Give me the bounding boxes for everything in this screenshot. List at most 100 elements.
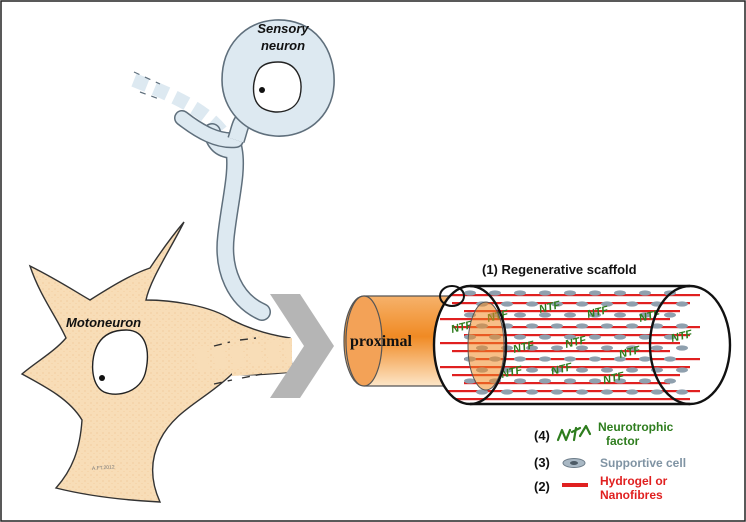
neurotrophic-factor-icon xyxy=(556,424,592,442)
scaffold-ntf-mark: NTF xyxy=(550,361,574,378)
scaffold-supportive-cell xyxy=(564,378,576,384)
scaffold-fibre xyxy=(464,334,690,337)
scaffold-supportive-cell xyxy=(526,345,538,351)
scaffold-supportive-cell xyxy=(664,312,676,318)
motoneuron: Motoneuron A.FT.2012 xyxy=(20,221,293,503)
scaffold-supportive-cell xyxy=(564,356,576,362)
scaffold-fibre xyxy=(440,390,700,393)
scaffold-label: (1) Regenerative scaffold xyxy=(482,262,637,277)
scaffold-supportive-cell xyxy=(526,323,538,329)
scaffold-supportive-cell xyxy=(539,290,551,296)
scaffold-supportive-cell xyxy=(501,301,513,307)
scaffold-supportive-cell xyxy=(639,356,651,362)
scaffold-supportive-cell xyxy=(589,334,601,340)
scaffold-ntf-mark: NTF xyxy=(564,334,588,351)
motoneuron-soma xyxy=(20,221,293,503)
scaffold-supportive-cell xyxy=(564,334,576,340)
legend: (4) Neurotrophic factor (3) Supportive c… xyxy=(534,420,686,502)
scaffold-supportive-cell xyxy=(676,323,688,329)
scaffold-fibre xyxy=(452,302,690,305)
legend-item-hydrogel: (2) Hydrogel or Nanofibres xyxy=(534,474,668,502)
scaffold-supportive-cell xyxy=(514,334,526,340)
scaffold-supportive-cell xyxy=(514,290,526,296)
scaffold-supportive-cell xyxy=(476,389,488,395)
scaffold-supportive-cell xyxy=(464,378,476,384)
scaffold-supportive-cell xyxy=(576,367,588,373)
motoneuron-label: Motoneuron xyxy=(66,315,141,330)
suture-loop xyxy=(439,285,465,307)
scaffold-supportive-cell xyxy=(564,290,576,296)
scaffold-supportive-cell xyxy=(614,312,626,318)
legend-number-3: (3) xyxy=(534,455,550,470)
sensory-label-line2: neuron xyxy=(261,38,305,53)
scaffold-supportive-cell xyxy=(551,345,563,351)
sensory-nucleus-outline xyxy=(252,61,302,113)
scaffold-supportive-cell xyxy=(639,334,651,340)
chevron-arrow-icon xyxy=(270,294,334,398)
scaffold-supportive-cell xyxy=(551,301,563,307)
scaffold-fibre xyxy=(452,374,680,377)
motoneuron-nucleus-outline xyxy=(91,329,149,395)
legend-text-neurotrophic-2: factor xyxy=(606,434,640,448)
scaffold-supportive-cell xyxy=(589,312,601,318)
scaffold-supportive-cell xyxy=(589,290,601,296)
scaffold-supportive-cell xyxy=(576,323,588,329)
scaffold-supportive-cell xyxy=(576,345,588,351)
legend-item-supportive-cell: (3) Supportive cell xyxy=(534,455,686,470)
scaffold-supportive-cell xyxy=(551,389,563,395)
legend-number-2: (2) xyxy=(534,479,550,494)
scaffold-ntf-mark: NTF xyxy=(602,370,626,387)
sensory-nucleolus xyxy=(259,87,265,93)
scaffold-supportive-cell xyxy=(601,367,613,373)
motoneuron-dashed-axon xyxy=(195,341,291,371)
scaffold-supportive-cell xyxy=(526,389,538,395)
scaffold-supportive-cell xyxy=(639,378,651,384)
scaffold-fibre xyxy=(452,326,700,329)
scaffold-fibre xyxy=(452,398,690,401)
scaffold-ntf-mark: NTF xyxy=(500,364,524,381)
scaffold-supportive-cell xyxy=(664,378,676,384)
legend-text-hydrogel-2: Nanofibres xyxy=(600,488,663,502)
hydrogel-nanofibre-icon xyxy=(562,483,588,487)
scaffold-supportive-cell xyxy=(614,356,626,362)
scaffold-supportive-cell xyxy=(539,334,551,340)
scaffold-ntf-mark: NTF xyxy=(586,304,610,321)
scaffold-outline xyxy=(470,284,690,406)
scaffold-supportive-cell xyxy=(526,301,538,307)
scaffold-fibre xyxy=(452,350,670,353)
scaffold-supportive-cell xyxy=(626,323,638,329)
scaffold-supportive-cell xyxy=(539,356,551,362)
scaffold-supportive-cell xyxy=(614,334,626,340)
scaffold-ntf-mark: NTF xyxy=(538,299,562,316)
scaffold-supportive-cell xyxy=(651,389,663,395)
motoneuron-nucleolus xyxy=(99,375,105,381)
scaffold-ntf-mark: NTF xyxy=(618,344,642,361)
scaffold-supportive-cell xyxy=(639,290,651,296)
scaffold-right-end xyxy=(648,284,732,406)
scaffold-supportive-cell xyxy=(464,290,476,296)
scaffold-supportive-cell xyxy=(551,323,563,329)
proximal-label: proximal xyxy=(350,333,412,350)
legend-text-hydrogel-1: Hydrogel or xyxy=(600,474,668,488)
scaffold-supportive-cell xyxy=(676,345,688,351)
scaffold-supportive-cell xyxy=(576,301,588,307)
scaffold-ntf-mark: NTF xyxy=(450,319,474,336)
scaffold-contents: NTFNTFNTFNTFNTFNTFNTFNTFNTFNTFNTFNTF xyxy=(440,290,700,401)
scaffold-supportive-cell xyxy=(639,312,651,318)
sensory-neuron: Sensory neuron xyxy=(131,19,335,321)
scaffold-supportive-cell xyxy=(564,312,576,318)
scaffold-supportive-cell xyxy=(514,356,526,362)
scaffold-supportive-cell xyxy=(601,301,613,307)
scaffold-supportive-cell xyxy=(676,389,688,395)
scaffold-fibre xyxy=(464,358,700,361)
scaffold-supportive-cell xyxy=(539,378,551,384)
scaffold-supportive-cell xyxy=(626,345,638,351)
scaffold-supportive-cell xyxy=(601,323,613,329)
scaffold-supportive-cell xyxy=(589,378,601,384)
scaffold-supportive-cell xyxy=(576,389,588,395)
scaffold-supportive-cell xyxy=(489,290,501,296)
legend-number-4: (4) xyxy=(534,428,550,443)
scaffold-supportive-cell xyxy=(651,323,663,329)
